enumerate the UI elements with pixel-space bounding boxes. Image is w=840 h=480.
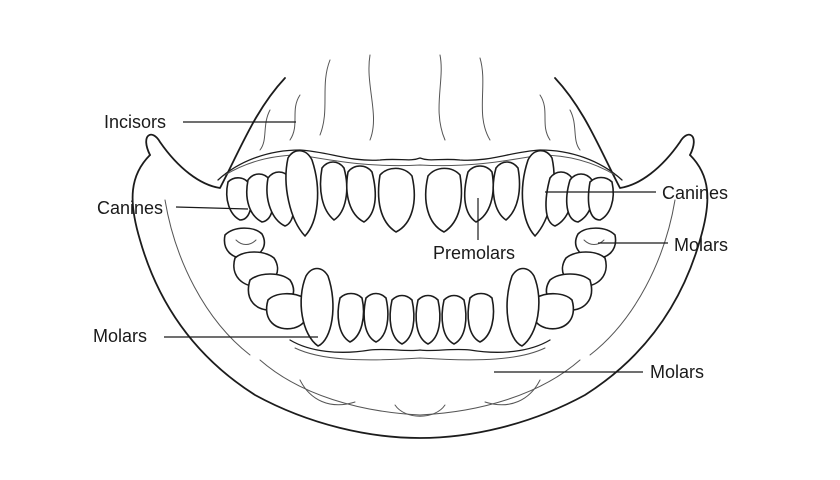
upper-molar-r2 (587, 176, 615, 221)
upper-canine-l (285, 149, 319, 237)
lower-canine-l (300, 267, 334, 347)
upper-lat-incisor-l2 (346, 165, 377, 223)
leader-canines-left (175, 206, 249, 210)
annotation-incisors: Incisors (104, 112, 296, 132)
annotation-canines-left: Canines (97, 198, 249, 218)
jaw-outline (131, 77, 709, 439)
annotation-molars-left: Molars (93, 326, 318, 346)
annotation-molars-bottom: Molars (494, 362, 704, 382)
annotation-molars-right: Molars (598, 235, 728, 255)
lower-incisor-4 (415, 294, 441, 345)
skull-folds (259, 54, 581, 151)
label-incisors: Incisors (104, 112, 166, 132)
lower-incisor-6 (467, 292, 495, 343)
label-molars-bottom: Molars (650, 362, 704, 382)
label-canines-right: Canines (662, 183, 728, 203)
label-canines-left: Canines (97, 198, 163, 218)
upper-lat-incisor-r2 (492, 161, 521, 221)
side-molar-l1 (223, 227, 266, 260)
annotation-premolars: Premolars (433, 198, 515, 263)
label-molars-left: Molars (93, 326, 147, 346)
annotation-canines-right: Canines (545, 183, 728, 203)
lower-incisor-1 (337, 292, 365, 343)
lower-gum (289, 339, 551, 361)
upper-teeth (225, 149, 615, 237)
lower-teeth (300, 267, 540, 347)
label-premolars: Premolars (433, 243, 515, 263)
upper-central-incisor-l (377, 167, 416, 233)
lower-canine-r (506, 267, 540, 347)
lower-incisor-2 (363, 292, 389, 343)
upper-lat-incisor-r1 (463, 165, 494, 223)
upper-central-incisor-r (424, 167, 463, 233)
side-molar-r1 (574, 227, 617, 260)
lower-incisor-3 (389, 294, 415, 345)
lower-incisor-5 (441, 294, 467, 345)
label-molars-right: Molars (674, 235, 728, 255)
upper-lat-incisor-l1 (319, 161, 348, 221)
